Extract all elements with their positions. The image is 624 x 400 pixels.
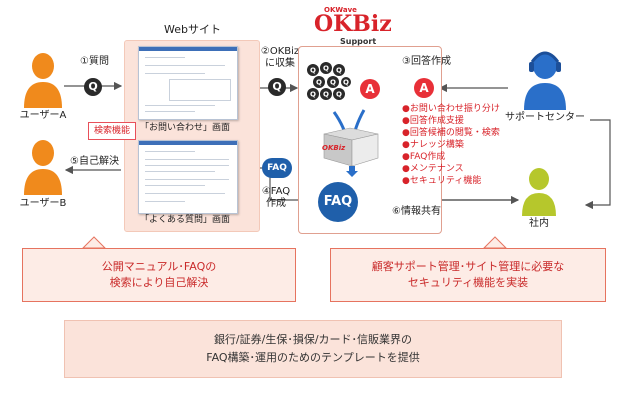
svg-text:Q: Q [323, 65, 329, 73]
faq-caption: 「よくある質問」画面 [140, 215, 231, 225]
self-solve-callout-line1: 公開マニュアル･FAQの [101, 260, 217, 273]
step2-label-line2: に収集 [265, 58, 295, 69]
internal-label: 社内 [529, 218, 549, 229]
answer-icon: A [414, 78, 434, 98]
faq-screen-thumbnail [138, 140, 238, 214]
okbiz-logo: OKBiz [314, 11, 392, 37]
user-b-label: ユーザーB [19, 198, 67, 209]
step3-label: ③回答作成 [402, 56, 451, 67]
faq-circle-icon: FAQ [318, 182, 358, 222]
svg-text:Q: Q [336, 91, 342, 99]
svg-text:Q: Q [336, 67, 342, 75]
user-b-icon [24, 140, 62, 195]
okbiz-box-icon [323, 109, 379, 177]
callout-right-pointer [482, 236, 508, 249]
svg-text:Q: Q [323, 91, 329, 99]
search-function-box: 検索機能 [88, 122, 136, 140]
inquiry-caption: 「お問い合わせ」画面 [140, 123, 231, 133]
feature-item: ●FAQ作成 [402, 152, 446, 162]
arrow-support-to-internal [584, 119, 611, 210]
okbiz-box-label: OKBiz [322, 144, 346, 152]
security-callout: 顧客サポート管理･サイト管理に必要な セキュリティ機能を実装 [330, 248, 606, 302]
website-title: Webサイト [164, 23, 221, 36]
template-summary-box: 銀行/証券/生保･損保/カード･信販業界の FAQ構築･運用のためのテンプレート… [64, 320, 562, 378]
question-icon-2: Q [268, 78, 286, 96]
okwave-brand: OKWave [324, 6, 357, 14]
svg-text:Q: Q [316, 79, 322, 87]
step1-label: ①質問 [80, 56, 109, 67]
answer-icon-inner: A [360, 79, 380, 99]
security-callout-line1: 顧客サポート管理･サイト管理に必要な [371, 260, 565, 273]
callout-left-pointer [81, 236, 107, 249]
feature-item: ●セキュリティ機能 [402, 176, 482, 186]
step5-label: ⑤自己解決 [70, 156, 119, 167]
svg-text:Q: Q [310, 91, 316, 99]
okbiz-support-label: Support [340, 37, 377, 46]
feature-item: ●メンテナンス [402, 164, 464, 174]
svg-text:Q: Q [343, 79, 349, 87]
template-summary-line2: FAQ構築･運用のためのテンプレートを提供 [206, 351, 420, 364]
step2-label-line1: ②OKBiz [260, 46, 300, 57]
self-solve-callout-line2: 検索により自己解決 [109, 276, 209, 289]
step4-label-line2: 作成 [266, 198, 286, 209]
search-function-label: 検索機能 [93, 126, 130, 136]
feature-item: ●ナレッジ構築 [402, 140, 464, 150]
connector-faq-to-site [269, 175, 302, 201]
security-callout-line2: セキュリティ機能を実装 [407, 276, 529, 289]
feature-item: ●回答作成支援 [402, 116, 464, 126]
support-center-icon [524, 51, 566, 110]
user-a-label: ユーザーA [19, 110, 67, 121]
inquiry-screen-thumbnail [138, 46, 238, 120]
step4-label-line1: ④FAQ [261, 186, 291, 197]
faq-bubble-icon: FAQ [262, 158, 292, 178]
question-icon: Q [84, 78, 102, 96]
internal-staff-icon [522, 168, 556, 216]
feature-item: ●回答候補の閲覧・検索 [402, 128, 500, 138]
svg-text:Q: Q [330, 79, 336, 87]
support-center-label: サポートセンター [505, 112, 585, 123]
step6-label: ⑥情報共有 [392, 206, 441, 217]
svg-text:Q: Q [310, 67, 316, 75]
template-summary-line1: 銀行/証券/生保･損保/カード･信販業界の [213, 333, 413, 346]
self-solve-callout: 公開マニュアル･FAQの 検索により自己解決 [22, 248, 296, 302]
user-a-icon [24, 53, 62, 108]
feature-item: ●お問い合わせ振り分け [402, 104, 500, 114]
